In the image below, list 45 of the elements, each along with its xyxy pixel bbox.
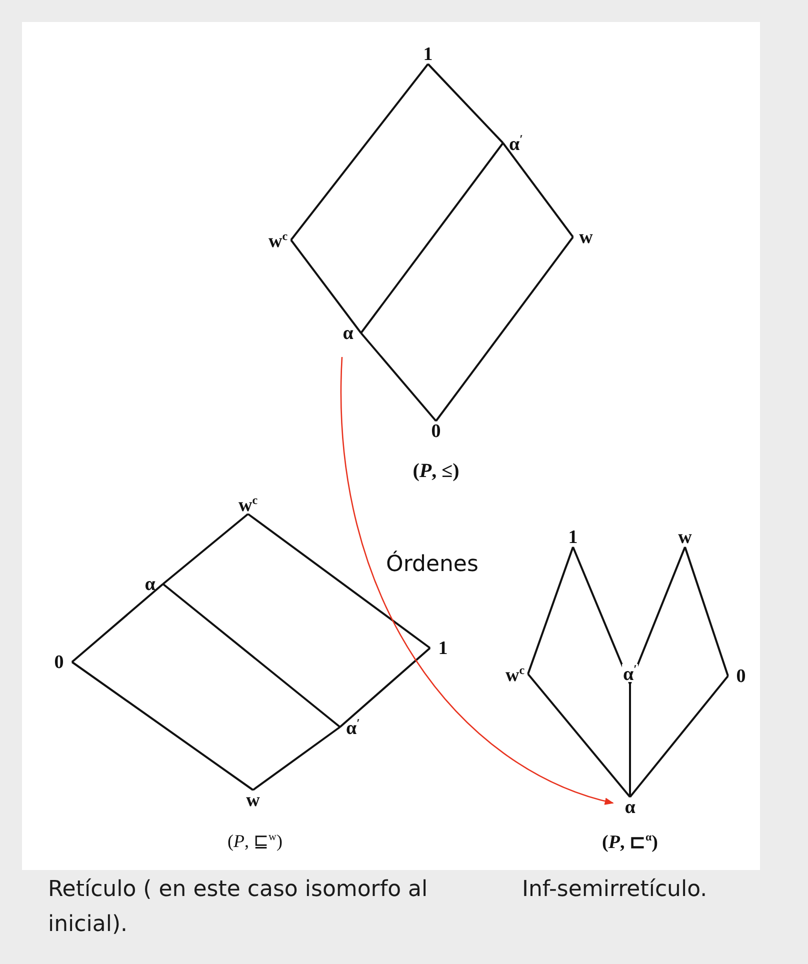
hasse-edge bbox=[339, 647, 431, 728]
element-label: 1 bbox=[560, 527, 586, 547]
element-label: 0 bbox=[728, 666, 754, 686]
element-label: α bbox=[335, 323, 361, 343]
order-caption: (P, ≤) bbox=[412, 460, 460, 483]
element-label: 1 bbox=[415, 44, 441, 64]
hasse-edge bbox=[629, 675, 729, 798]
element-label: w bbox=[672, 527, 698, 547]
hasse-edge bbox=[572, 546, 631, 684]
hasse-edge bbox=[435, 236, 574, 422]
hasse-edge bbox=[290, 63, 429, 241]
element-label: α$^{′}$ bbox=[340, 717, 366, 737]
hasse-edge bbox=[360, 142, 504, 334]
hasse-edge bbox=[360, 332, 437, 422]
element-label: w$^{c}$ bbox=[235, 494, 261, 514]
hasse-edge bbox=[290, 239, 362, 334]
element-label: w$^{c}$ bbox=[502, 664, 528, 684]
handwritten-note: Retículo ( en este caso isomorfo al inicial). bbox=[48, 876, 429, 940]
element-label: α bbox=[617, 797, 643, 817]
hasse-edge bbox=[527, 673, 631, 798]
element-label: 0 bbox=[46, 652, 72, 672]
hasse-edge bbox=[684, 546, 729, 676]
hasse-edge bbox=[71, 583, 164, 663]
element-label: w bbox=[240, 790, 266, 810]
hasse-edge bbox=[527, 546, 574, 674]
element-label: α$^{′}$ bbox=[503, 133, 529, 153]
handwritten-note: Inf-semirretículo. bbox=[522, 876, 708, 904]
hasse-edge bbox=[629, 546, 686, 684]
hasse-edge bbox=[71, 661, 254, 791]
order-caption: (P, ⊑$^{w}$) bbox=[228, 830, 282, 852]
element-label: α bbox=[137, 574, 163, 594]
hasse-edge bbox=[252, 726, 341, 791]
element-label: α$^{′}$ bbox=[622, 664, 638, 682]
element-label: w bbox=[573, 227, 599, 247]
hasse-edge bbox=[162, 513, 249, 585]
curved-arrow bbox=[340, 357, 614, 804]
element-label: 0 bbox=[423, 421, 449, 441]
order-caption: (P, ⊏$^{α}$) bbox=[602, 830, 658, 854]
hasse-edge bbox=[162, 583, 341, 728]
hasse-edge bbox=[247, 513, 431, 649]
hasse-edge bbox=[502, 142, 574, 238]
hasse-edge bbox=[629, 684, 631, 797]
element-label: w$^{c}$ bbox=[265, 230, 291, 250]
hasse-edge bbox=[427, 63, 504, 144]
element-label: 1 bbox=[430, 638, 456, 658]
